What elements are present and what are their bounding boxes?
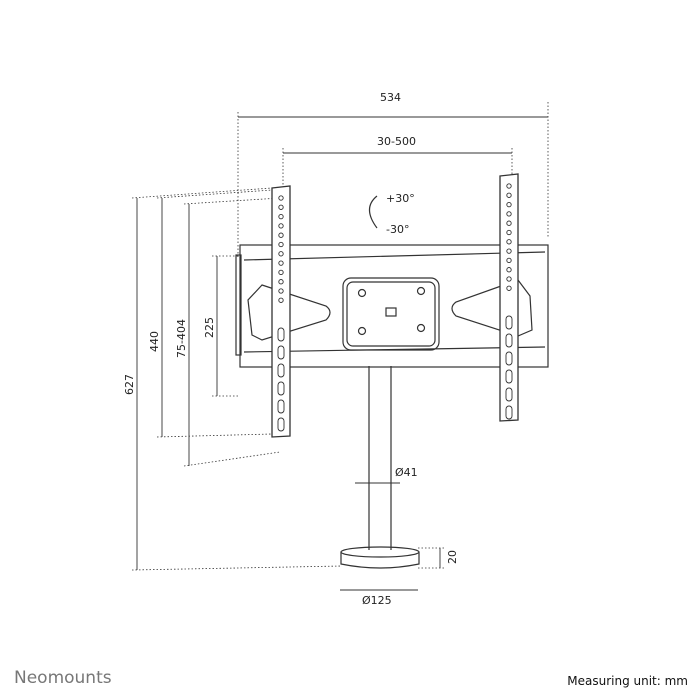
- dim-440: 440: [148, 331, 161, 352]
- bracket-slot: [505, 351, 513, 366]
- dim-627: 627: [123, 374, 136, 395]
- bracket-holes: (function(){ const g=document.currentScr…: [277, 183, 513, 432]
- bracket-hole: [278, 269, 284, 276]
- bracket-hole: [278, 297, 284, 303]
- bracket-hole: [506, 220, 512, 226]
- bracket-hole: [506, 248, 512, 254]
- bracket-hole: [278, 232, 284, 238]
- dim-534: 534: [380, 91, 401, 104]
- bracket-slot: [277, 327, 285, 342]
- bracket-slot: [505, 387, 513, 402]
- bracket-hole: [278, 223, 284, 229]
- brand-logo: Neomounts: [0, 668, 112, 688]
- dim-225: 225: [203, 317, 216, 338]
- bracket-hole: [278, 204, 284, 210]
- dim-base-diameter: Ø125: [362, 594, 392, 607]
- bracket-hole: [506, 276, 512, 282]
- bracket-slot: [277, 363, 285, 378]
- dim-base-height: 20: [446, 550, 459, 564]
- wall-plate: [235, 244, 549, 368]
- bracket-hole: [506, 267, 512, 273]
- bracket-hole: [278, 241, 284, 248]
- bracket-hole: [506, 239, 512, 245]
- extension-lines: [131, 102, 549, 571]
- dim-tilt-up: +30°: [386, 192, 415, 205]
- bracket-hole: [506, 192, 512, 198]
- bracket-slot: [277, 399, 285, 414]
- tilt-arrow-icon: [368, 195, 378, 229]
- dimension-lines: [136, 116, 548, 591]
- bracket-slot: [505, 315, 513, 330]
- dim-pole-diameter: Ø41: [395, 466, 418, 479]
- bracket-hole: [278, 251, 284, 257]
- bracket-hole: [278, 260, 284, 266]
- bracket-slot: [277, 417, 285, 432]
- brand-name: Neomounts: [14, 668, 112, 688]
- bracket-slot: [277, 345, 285, 360]
- bracket-slot: [505, 369, 513, 384]
- bracket-slot: [277, 381, 285, 396]
- bracket-hole: [506, 201, 512, 208]
- bracket-hole: [278, 279, 284, 285]
- bracket-hole: [278, 213, 284, 220]
- vertical-brackets: [271, 173, 519, 438]
- bracket-hole: [278, 195, 284, 201]
- pole-and-base: [340, 366, 420, 569]
- bracket-hole: [278, 288, 284, 294]
- dim-tilt-down: -30°: [386, 223, 409, 236]
- dim-30-500: 30-500: [377, 135, 416, 148]
- dim-75-404: 75-404: [175, 319, 188, 358]
- bracket-slot: [505, 405, 513, 420]
- bracket-slot: [505, 333, 513, 348]
- bracket-hole: [506, 285, 512, 291]
- bracket-hole: [506, 183, 512, 189]
- measuring-unit: Measuring unit: mm: [567, 674, 688, 688]
- bracket-hole: [506, 229, 512, 236]
- bracket-hole: [506, 257, 512, 264]
- bracket-hole: [506, 211, 512, 217]
